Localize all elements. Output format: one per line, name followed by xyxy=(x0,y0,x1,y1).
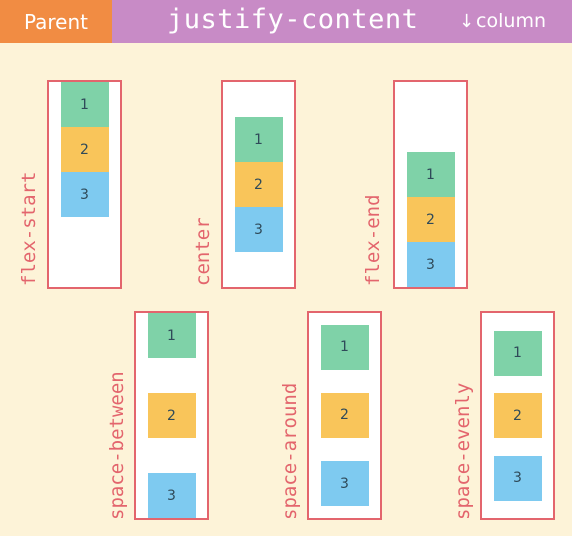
flex-item-1: 1 xyxy=(60,82,109,127)
container-space-around: 1 2 3 xyxy=(307,311,382,520)
label-center: center xyxy=(192,217,214,286)
label-flex-start: flex-start xyxy=(18,171,40,286)
flex-item-1: 1 xyxy=(406,152,455,197)
flex-item-3: 3 xyxy=(493,455,542,501)
label-space-evenly: space-evenly xyxy=(452,382,474,520)
flex-item-3: 3 xyxy=(406,242,455,287)
flex-item-1: 1 xyxy=(147,313,196,358)
flex-item-2: 2 xyxy=(320,392,369,438)
down-arrow-icon: ↓ xyxy=(458,11,475,32)
label-flex-end: flex-end xyxy=(362,194,384,286)
flex-item-1: 1 xyxy=(234,117,283,162)
flex-item-2: 2 xyxy=(147,393,196,438)
header: Parent justify-content ↓column xyxy=(0,0,572,43)
container-space-evenly: 1 2 3 xyxy=(480,311,555,520)
parent-badge: Parent xyxy=(0,0,112,43)
flex-item-3: 3 xyxy=(234,207,283,252)
container-flex-start: 1 2 3 xyxy=(47,80,122,289)
flex-item-3: 3 xyxy=(320,461,369,507)
container-flex-end: 1 2 3 xyxy=(393,80,468,289)
flex-item-2: 2 xyxy=(493,393,542,438)
flex-item-3: 3 xyxy=(60,172,109,217)
container-space-between: 1 2 3 xyxy=(134,311,209,520)
flex-item-1: 1 xyxy=(493,330,542,376)
title-band: justify-content ↓column xyxy=(112,0,572,43)
flex-item-2: 2 xyxy=(406,197,455,242)
flex-item-3: 3 xyxy=(147,473,196,518)
flex-item-1: 1 xyxy=(320,324,369,370)
flex-item-2: 2 xyxy=(234,162,283,207)
label-space-around: space-around xyxy=(279,382,301,520)
direction-label: column xyxy=(476,10,546,32)
flex-item-2: 2 xyxy=(60,127,109,172)
diagram-title: justify-content xyxy=(167,4,419,35)
label-space-between: space-between xyxy=(106,371,128,520)
container-center: 1 2 3 xyxy=(221,80,296,289)
direction-indicator: ↓column xyxy=(459,10,546,32)
